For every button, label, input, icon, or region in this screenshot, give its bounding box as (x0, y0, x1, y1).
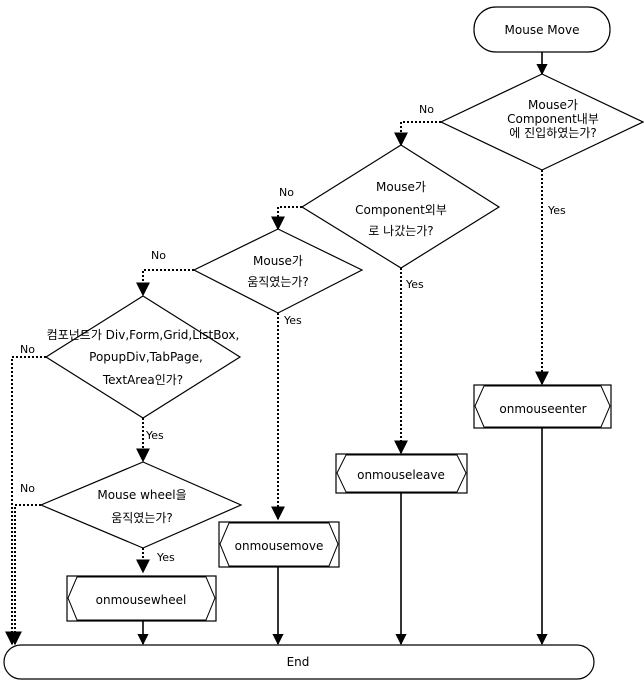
no-label-entered: No (419, 103, 434, 116)
decision-component-type-line-3: TextArea인가? (102, 373, 183, 387)
decision-left-line-3: 로 나갔는가? (368, 224, 433, 238)
connector-left-no (271, 206, 302, 231)
yes-label-wheel: Yes (156, 551, 175, 564)
decision-wheel-line-1: Mouse wheel을 (97, 488, 186, 502)
decision-moved-line-1: Mouse가 (253, 254, 303, 268)
start-label: Mouse Move (505, 23, 580, 37)
decision-component-type-line-1: 컴포넌트가 Div,Form,Grid,ListBox, (47, 328, 240, 342)
end-label: End (287, 655, 310, 669)
yes-label-moved: Yes (283, 314, 302, 327)
connector-wheel-no (8, 504, 41, 646)
decision-left-line-1: Mouse가 (376, 180, 426, 194)
decision-left-line-2: Component외부 (355, 203, 447, 217)
event-onmouseenter: onmouseenter (473, 384, 612, 429)
decision-entered-line-2: Component내부 (507, 112, 599, 126)
connector-component-no (5, 356, 46, 646)
no-label-component: No (20, 343, 35, 356)
start-terminator: Mouse Move (473, 6, 611, 53)
decision-entered: Mouse가 Component내부 에 진입하였는가? (439, 73, 644, 171)
decision-moved-line-2: 움직였는가? (247, 275, 309, 289)
decision-moved: Mouse가 움직였는가? (192, 228, 364, 314)
end-terminator: End (3, 644, 595, 680)
decision-wheel-line-2: 움직였는가? (111, 511, 173, 525)
yes-label-entered: Yes (547, 204, 566, 217)
yes-label-component: Yes (145, 429, 164, 442)
event-onmouseleave: onmouseleave (335, 453, 468, 494)
event-onmouseenter-label: onmouseenter (499, 402, 586, 416)
decision-wheel: Mouse wheel을 움직였는가? (39, 461, 243, 549)
decision-component-type: 컴포넌트가 Div,Form,Grid,ListBox, PopupDiv,Ta… (44, 295, 242, 419)
event-onmousemove: onmousemove (218, 521, 340, 568)
connector-moved-no (136, 269, 194, 297)
yes-label-left: Yes (405, 278, 424, 291)
decision-entered-line-1: Mouse가 (528, 98, 578, 112)
event-onmousewheel: onmousewheel (66, 575, 217, 622)
connectors (5, 52, 549, 646)
event-onmousemove-label: onmousemove (235, 539, 324, 553)
event-onmousewheel-label: onmousewheel (96, 593, 187, 607)
no-label-moved: No (151, 249, 166, 262)
connector-entered-no (394, 121, 441, 147)
decision-component-type-line-2: PopupDiv,TabPage, (89, 350, 203, 364)
decision-entered-line-3: 에 진입하였는가? (509, 126, 596, 140)
no-label-wheel: No (20, 482, 35, 495)
no-label-left: No (279, 186, 294, 199)
event-onmouseleave-label: onmouseleave (357, 468, 445, 482)
decision-left: Mouse가 Component외부 로 나갔는가? (300, 144, 501, 269)
branch-labels: Yes No Yes No Yes No Yes No No Yes (20, 103, 566, 564)
